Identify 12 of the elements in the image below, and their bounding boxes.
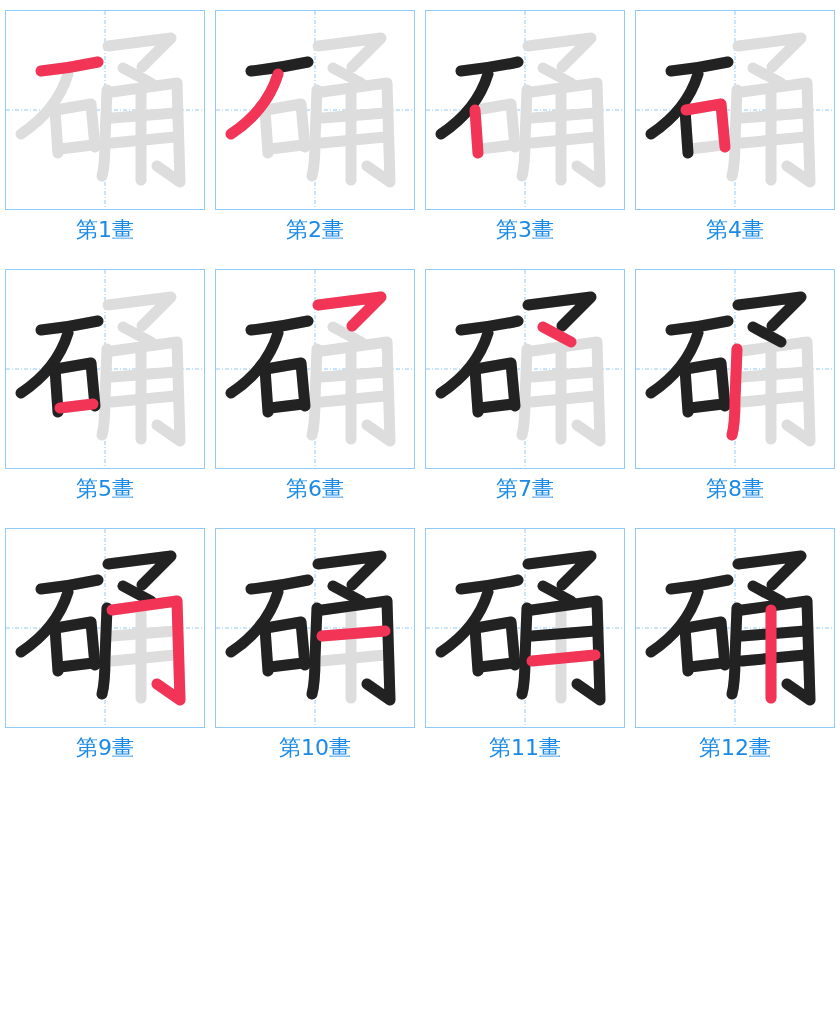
- stroke-number-caption: 第8畫: [705, 475, 765, 503]
- stroke-number-caption: 第12畫: [698, 734, 772, 762]
- stroke-number-caption: 第4畫: [705, 216, 765, 244]
- stroke-number-caption: 第5畫: [75, 475, 135, 503]
- stroke-number-caption: 第1畫: [75, 216, 135, 244]
- stroke-number-caption: 第6畫: [285, 475, 345, 503]
- stroke-number-caption: 第11畫: [488, 734, 562, 762]
- stroke-number-caption: 第2畫: [285, 216, 345, 244]
- stroke-number-caption: 第9畫: [75, 734, 135, 762]
- stroke-number-caption: 第7畫: [495, 475, 555, 503]
- stroke-number-caption: 第3畫: [495, 216, 555, 244]
- stroke-number-caption: 第10畫: [278, 734, 352, 762]
